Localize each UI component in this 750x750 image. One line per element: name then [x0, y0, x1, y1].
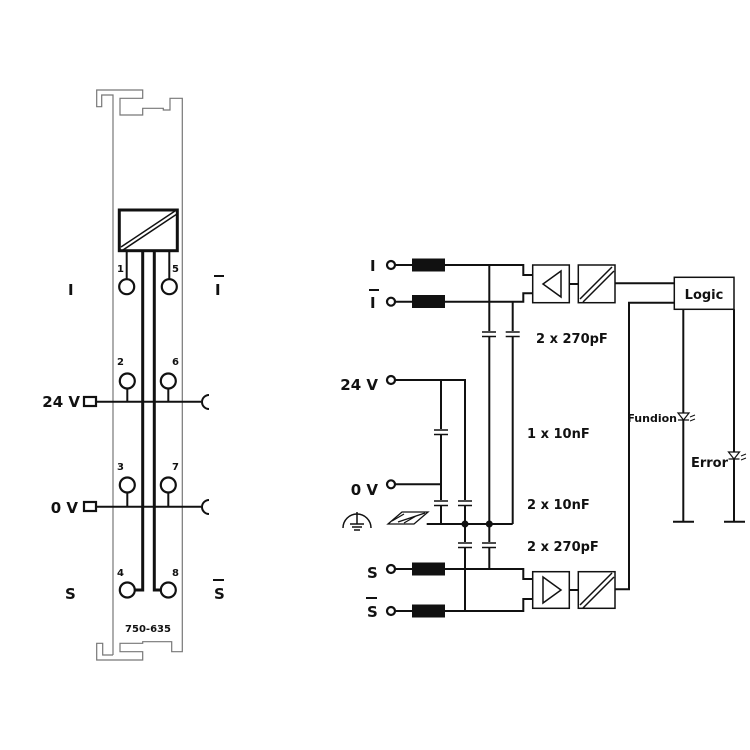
pin-5: 5 — [172, 264, 179, 275]
capacitors — [434, 331, 520, 549]
din-rail-icon — [386, 511, 430, 525]
led-error-label: Error — [691, 456, 729, 471]
logic-label: Logic — [685, 288, 724, 303]
inductor-icon — [412, 562, 445, 576]
circuit-label-i: I — [370, 257, 376, 275]
converter-icon — [579, 572, 615, 609]
pin-3: 3 — [117, 462, 124, 473]
terminal-7 — [159, 476, 177, 494]
inductor-icon — [412, 295, 445, 308]
label-s-bar: S — [214, 585, 225, 603]
pin-2: 2 — [117, 357, 124, 368]
terminal-2 — [118, 372, 136, 390]
terminal-1 — [118, 278, 136, 296]
terminal-3 — [118, 476, 136, 494]
logic-block: Logic — [673, 276, 735, 311]
inductor-icon — [412, 604, 445, 618]
circuit-label-24v: 24 V — [340, 376, 378, 394]
module-housing — [96, 89, 183, 661]
inductor-icon — [412, 258, 445, 272]
circuit-label-0v: 0 V — [351, 481, 379, 499]
circuit-label-i-bar: I — [370, 294, 376, 312]
input-terminals — [385, 259, 397, 617]
junction-dot — [461, 520, 469, 528]
pin-8: 8 — [172, 568, 179, 579]
module-terminals — [118, 278, 178, 599]
pin-4: 4 — [117, 568, 124, 579]
ground-icon — [342, 512, 372, 531]
amplifier-left-icon — [541, 269, 562, 299]
label-24v: 24 V — [42, 393, 80, 411]
circuit-label-s-bar: S — [367, 603, 378, 621]
led-function-label: Fundion — [627, 412, 677, 425]
label-i: I — [68, 281, 74, 299]
pin-7: 7 — [172, 462, 179, 473]
module-wiring — [82, 250, 210, 592]
circuit-labels: I I 24 V 0 V S S 2 x 270pF 1 x 10nF 2 x … — [340, 257, 608, 621]
0v-terminal-icon — [82, 500, 98, 513]
pin-6: 6 — [172, 357, 179, 368]
cap-label-2x270pf-top: 2 x 270pF — [536, 332, 608, 347]
module-converter — [117, 208, 179, 253]
led-icon — [676, 412, 691, 421]
terminal-8 — [159, 581, 177, 599]
terminal-5 — [160, 278, 178, 296]
inductors — [412, 258, 445, 618]
converter-icon — [579, 266, 615, 303]
module-labels: I I 24 V 0 V S S 750-635 — [42, 275, 225, 635]
label-i-bar: I — [215, 281, 221, 299]
junction-dot — [485, 520, 493, 528]
cap-label-2x270pf-bottom: 2 x 270pF — [527, 540, 599, 555]
led-icon — [727, 451, 741, 460]
amplifier-right-icon — [542, 575, 563, 605]
part-number: 750-635 — [125, 624, 171, 635]
cap-label-1x10nf: 1 x 10nF — [527, 427, 590, 442]
pin-numbers: 1 2 3 4 5 6 7 8 — [117, 264, 179, 579]
terminal-6 — [159, 372, 177, 390]
pin-1: 1 — [117, 264, 124, 275]
amplifier-input — [531, 264, 616, 304]
circuit-label-s: S — [367, 564, 378, 582]
amplifier-output — [531, 570, 616, 610]
cap-label-2x10nf: 2 x 10nF — [527, 498, 590, 513]
led-function: Fundion — [627, 412, 696, 425]
label-0v: 0 V — [51, 499, 79, 517]
led-error: Error — [691, 451, 747, 471]
terminal-4 — [118, 581, 136, 599]
24v-terminal-icon — [82, 395, 98, 408]
label-s: S — [65, 585, 76, 603]
